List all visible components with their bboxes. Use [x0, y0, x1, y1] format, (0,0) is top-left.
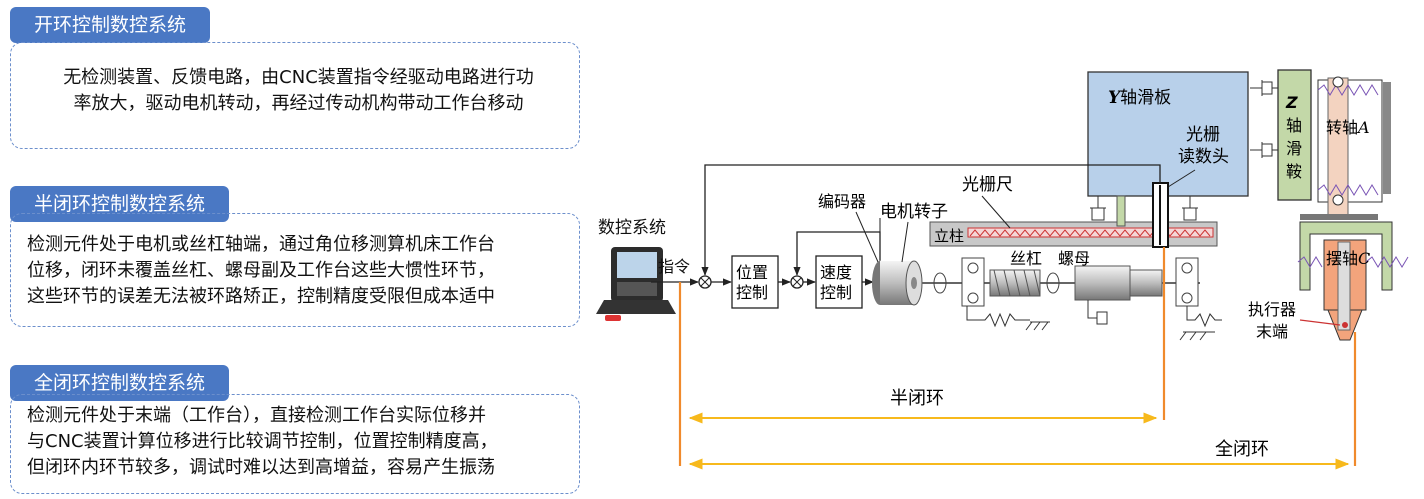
rotary-axis-a — [1300, 76, 1391, 220]
lead-screw-label: 丝杠 — [1010, 249, 1042, 268]
description-line: 这些环节的误差无法被环路矫正，控制精度受限但成本适中 — [27, 286, 495, 307]
description-line: 检测元件处于电机或丝杠轴端，通过角位移测算机床工作台 — [27, 234, 495, 255]
description-line: 率放大，驱动电机转动，再经过传动机构带动工作台移动 — [73, 93, 524, 114]
open-loop-description: 无检测装置、反馈电路，由CNC装置指令经驱动电路进行功 率放大，驱动电机转动，再… — [10, 42, 580, 149]
full-closed-loop-label: 全闭环 — [1215, 439, 1269, 460]
speed-control-label: 控制 — [820, 283, 852, 302]
y-slide-block — [1087, 71, 1249, 197]
motor-icon — [872, 260, 923, 306]
column-label: 立柱 — [934, 227, 964, 245]
cnc-device-icon — [596, 247, 676, 321]
description-line: 无检测装置、反馈电路，由CNC装置指令经驱动电路进行功 — [63, 67, 534, 88]
z-saddle-label: 鞍 — [1286, 162, 1302, 181]
description-line: 但闭环内环节较多，调试时难以达到高增益，容易产生振荡 — [27, 457, 495, 478]
semi-closed-loop-description: 检测元件处于电机或丝杠轴端，通过角位移测算机床工作台 位移，闭环未覆盖丝杠、螺母… — [10, 213, 580, 327]
section-title-semi-closed-loop: 半闭环控制数控系统 — [10, 186, 230, 222]
full-closed-loop-description: 检测元件处于末端（工作台），直接检测工作台实际位移并 与CNC装置计算位移进行比… — [10, 394, 580, 494]
grating-head-label: 读数头 — [1178, 147, 1229, 167]
nut-label: 螺母 — [1058, 249, 1090, 268]
semi-closed-loop-label: 半闭环 — [890, 388, 944, 409]
grating-ruler-label: 光栅尺 — [962, 175, 1013, 195]
section-title-open-loop: 开环控制数控系统 — [10, 7, 211, 43]
motor-rotor-label: 电机转子 — [880, 202, 948, 222]
end-effector-label: 末端 — [1256, 322, 1288, 341]
command-label: 指令 — [658, 257, 690, 276]
z-saddle-label: 滑 — [1286, 139, 1302, 158]
z-saddle-block — [1277, 69, 1312, 201]
cnc-system-label: 数控系统 — [598, 218, 666, 238]
z-saddle-label: 轴 — [1286, 116, 1302, 135]
spring-damper — [1250, 80, 1278, 158]
encoder-label: 编码器 — [818, 192, 866, 211]
rotary-axis-label: 转轴A — [1326, 118, 1370, 137]
z-saddle-label: Z — [1285, 93, 1298, 112]
description-line: 检测元件处于末端（工作台），直接检测工作台实际位移并 — [27, 405, 486, 426]
description-line: 位移，闭环未覆盖丝杠、螺母副及工作台这些大惯性环节， — [27, 260, 495, 281]
position-control-label: 位置 — [736, 263, 768, 282]
description-line: 与CNC装置计算位移进行比较调节控制，位置控制精度高， — [27, 431, 498, 452]
spring-damper — [1090, 196, 1198, 221]
position-control-label: 控制 — [736, 283, 768, 302]
end-effector-label: 执行器 — [1248, 300, 1296, 319]
speed-control-label: 速度 — [820, 263, 852, 282]
grating-ruler — [967, 227, 1214, 238]
swing-axis-label: 摆轴C — [1326, 249, 1370, 268]
loop-lines — [678, 247, 1357, 466]
speed-control-block — [815, 255, 863, 309]
section-title-full-closed-loop: 全闭环控制数控系统 — [10, 365, 230, 401]
grating-head-label: 光栅 — [1186, 125, 1220, 145]
lead-screw-assembly — [922, 257, 1222, 341]
y-slide-label: Y轴滑板 — [1108, 88, 1171, 108]
position-control-block — [731, 255, 779, 309]
swing-axis-c — [1297, 221, 1409, 341]
